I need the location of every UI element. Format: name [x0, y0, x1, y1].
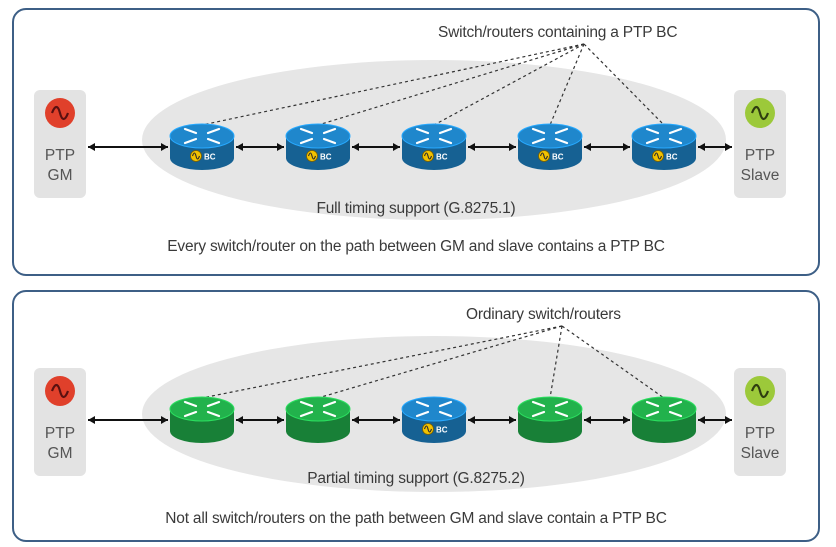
- bc-badge-label: BC: [204, 153, 216, 162]
- arrowhead: [468, 143, 475, 151]
- gm-label-line1: PTP: [44, 425, 76, 442]
- arrowhead: [623, 416, 630, 424]
- partial-timing-diagram: BC: [88, 325, 732, 492]
- full-timing-label: Full timing support (G.8275.1): [316, 200, 516, 217]
- callout-line: [549, 43, 585, 126]
- ptp-gm-node: PTP GM: [34, 90, 86, 198]
- gm-sine-wave-icon: [45, 98, 75, 128]
- full-timing-diagram: BC BC BC BC BC: [88, 43, 732, 220]
- slave-label-line1: PTP: [744, 147, 776, 164]
- arrowhead: [393, 416, 400, 424]
- bc-badge-label: BC: [666, 153, 678, 162]
- arrowhead: [698, 416, 705, 424]
- slave-label-line1: PTP: [744, 425, 776, 442]
- gm-label-line2: GM: [47, 445, 73, 462]
- ptp-slave-node: PTP Slave: [734, 90, 786, 198]
- callout-line: [201, 43, 585, 126]
- arrowhead: [161, 143, 168, 151]
- arrowhead: [698, 143, 705, 151]
- arrowhead: [468, 416, 475, 424]
- arrowhead: [725, 416, 732, 424]
- callout-line: [583, 43, 665, 126]
- arrowhead: [725, 143, 732, 151]
- router-icon: BC: [285, 123, 351, 170]
- callout-line: [433, 43, 585, 126]
- arrowhead: [161, 416, 168, 424]
- bc-callout-label: Switch/routers containing a PTP BC: [438, 24, 678, 41]
- arrowhead: [509, 143, 516, 151]
- arrowhead: [584, 143, 591, 151]
- ptp-gm-node: PTP GM: [34, 368, 86, 476]
- partial-timing-caption: Not all switch/routers on the path betwe…: [165, 510, 667, 527]
- full-timing-caption: Every switch/router on the path between …: [167, 238, 665, 255]
- arrowhead: [236, 143, 243, 151]
- router-icon: [517, 396, 583, 443]
- slave-label-line2: Slave: [740, 445, 780, 462]
- bc-badge-label: BC: [436, 153, 448, 162]
- slave-sine-wave-icon: [745, 376, 775, 406]
- arrowhead: [509, 416, 516, 424]
- partial-timing-label: Partial timing support (G.8275.2): [307, 470, 525, 487]
- slave-label-line2: Slave: [740, 167, 780, 184]
- full-timing-panel: BC BC BC BC BC Switch/routers containing a P…: [12, 8, 820, 276]
- arrowhead: [623, 143, 630, 151]
- arrowhead: [277, 143, 284, 151]
- gm-label-line2: GM: [47, 167, 73, 184]
- router-icon: [631, 396, 697, 443]
- arrowhead: [236, 416, 243, 424]
- ptp-slave-node: PTP Slave: [734, 368, 786, 476]
- router-icon: BC: [169, 123, 235, 170]
- gm-label-line1: PTP: [44, 147, 76, 164]
- ordinary-callout-label: Ordinary switch/routers: [466, 306, 621, 323]
- router-icon: BC: [401, 396, 467, 443]
- bc-badge-label: BC: [552, 153, 564, 162]
- arrowhead: [584, 416, 591, 424]
- slave-sine-wave-icon: [745, 98, 775, 128]
- router-icon: BC: [401, 123, 467, 170]
- bc-badge-label: BC: [436, 426, 448, 435]
- router-icon: BC: [517, 123, 583, 170]
- gm-sine-wave-icon: [45, 376, 75, 406]
- arrowhead: [352, 143, 359, 151]
- arrowhead: [393, 143, 400, 151]
- callout-line: [317, 43, 585, 126]
- router-icon: BC: [631, 123, 697, 170]
- partial-timing-panel: BC Ordinary switch/routers PTP GM PTP Sl…: [12, 290, 820, 542]
- arrowhead: [277, 416, 284, 424]
- callout-line: [549, 325, 563, 399]
- callout-line: [317, 325, 563, 399]
- arrowhead: [88, 143, 95, 151]
- bc-badge-label: BC: [320, 153, 332, 162]
- arrowhead: [88, 416, 95, 424]
- callout-line: [201, 325, 563, 399]
- router-icon: [285, 396, 351, 443]
- callout-line: [561, 325, 665, 399]
- router-icon: [169, 396, 235, 443]
- arrowhead: [352, 416, 359, 424]
